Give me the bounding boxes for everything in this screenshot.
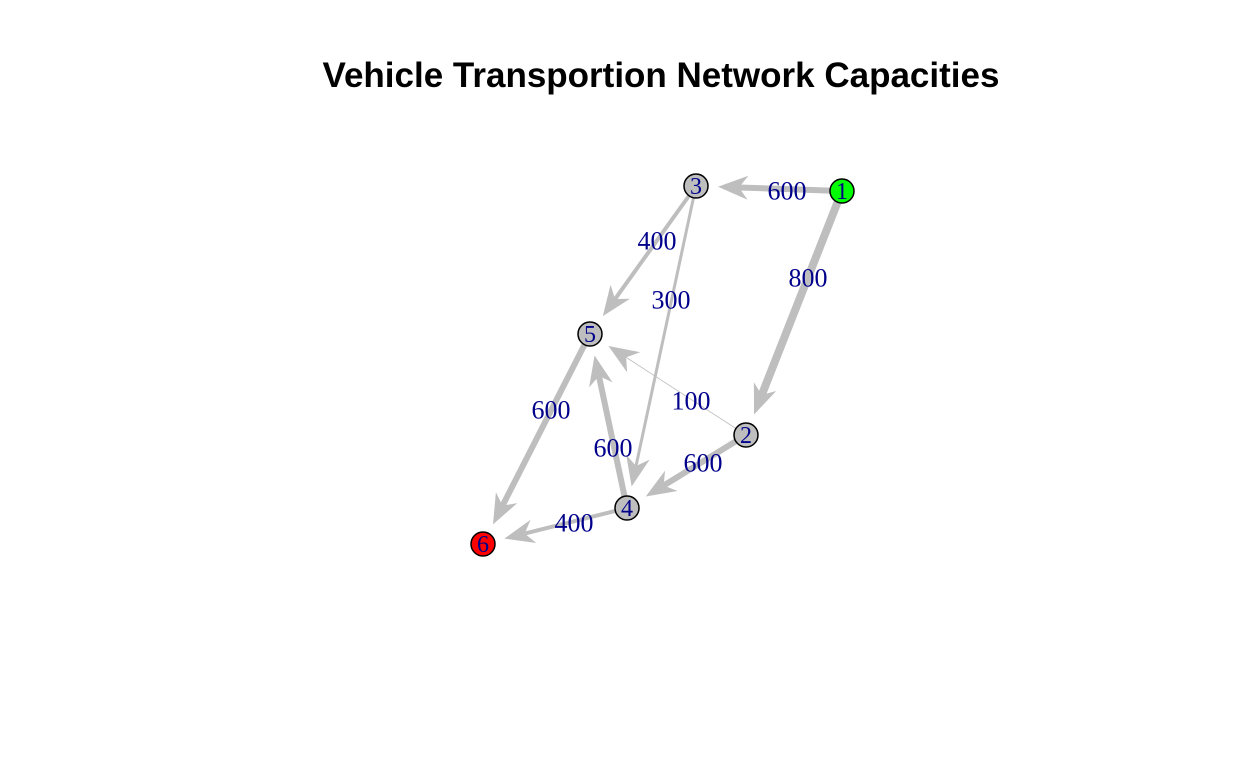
edge-line xyxy=(613,194,691,301)
nodes-layer: 1 2 3 4 5 6 xyxy=(470,173,855,558)
arrowhead xyxy=(589,355,613,388)
edge-capacity-label: 600 xyxy=(684,449,723,478)
arrowhead xyxy=(602,284,631,317)
edge-line xyxy=(662,438,738,489)
node-circle xyxy=(829,178,855,204)
node-label: 2 xyxy=(740,423,752,449)
arrowhead xyxy=(753,382,777,415)
arrowhead xyxy=(717,175,749,200)
edge-1-3 xyxy=(717,175,831,200)
edge-capacity-label: 400 xyxy=(555,509,594,538)
node-circle xyxy=(683,173,709,199)
page-title: Vehicle Transportion Network Capacities xyxy=(322,56,1000,95)
edge-line xyxy=(596,375,628,497)
node-5: 5 xyxy=(577,321,603,348)
node-6: 6 xyxy=(470,531,496,558)
edge-capacity-label: 800 xyxy=(789,264,828,293)
node-2: 2 xyxy=(733,422,759,449)
edge-3-4 xyxy=(626,197,695,487)
arrowhead xyxy=(492,492,518,525)
edge-1-2 xyxy=(753,200,842,415)
edge-line xyxy=(758,200,842,397)
node-1: 1 xyxy=(829,178,855,205)
edge-2-5 xyxy=(608,345,737,429)
edge-line xyxy=(738,184,831,194)
node-circle xyxy=(470,531,496,557)
node-label: 6 xyxy=(477,532,489,558)
edge-capacity-label: 400 xyxy=(638,227,677,256)
edge-5-6 xyxy=(492,343,588,525)
arrowhead xyxy=(504,519,537,544)
edge-labels-layer: 600 800 400 300 100 600 600 600 400 xyxy=(532,177,828,538)
arrowhead xyxy=(608,345,641,373)
edge-line xyxy=(634,197,695,467)
edge-capacity-label: 600 xyxy=(532,396,571,425)
node-label: 4 xyxy=(621,496,633,522)
node-label: 1 xyxy=(836,179,848,205)
node-4: 4 xyxy=(614,495,640,522)
edge-capacity-label: 600 xyxy=(594,434,633,463)
node-circle xyxy=(733,422,759,448)
edge-capacity-label: 300 xyxy=(652,286,691,315)
node-label: 5 xyxy=(584,322,596,348)
edge-line xyxy=(499,343,588,508)
edge-4-5 xyxy=(589,355,628,497)
arrowhead xyxy=(626,454,650,487)
node-circle xyxy=(614,495,640,521)
node-3: 3 xyxy=(683,173,709,200)
node-circle xyxy=(577,321,603,347)
node-label: 3 xyxy=(690,174,702,200)
edge-4-6 xyxy=(504,508,616,544)
edge-capacity-label: 600 xyxy=(768,177,807,206)
edge-2-4 xyxy=(645,438,738,497)
edge-line xyxy=(524,508,616,536)
edge-3-5 xyxy=(602,194,691,317)
edge-capacity-label: 100 xyxy=(672,387,711,416)
edge-line xyxy=(625,357,737,429)
edges-layer xyxy=(492,175,842,544)
arrowhead xyxy=(645,470,678,497)
